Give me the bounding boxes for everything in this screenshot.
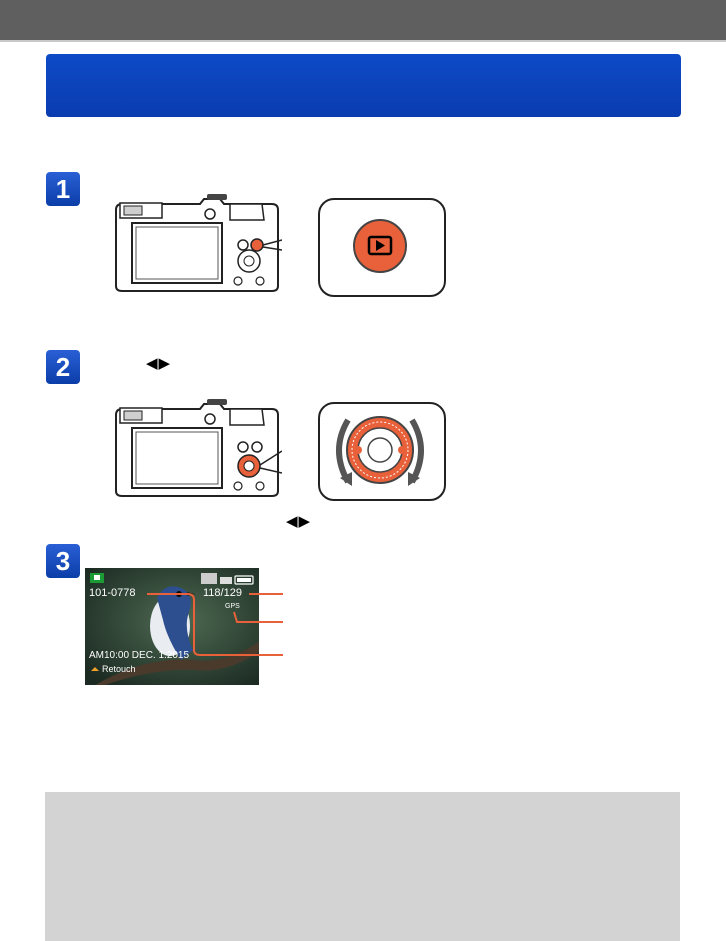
header-bar — [0, 0, 726, 40]
image-size-icon — [201, 573, 217, 584]
step-3-badge: 3 — [46, 544, 80, 578]
header-divider — [0, 40, 726, 42]
notes-box — [45, 792, 680, 941]
step-2-badge: 2 — [46, 350, 80, 384]
playback-button-icon — [318, 198, 442, 293]
step-1-badge: 1 — [46, 172, 80, 206]
gps-label: GPS — [225, 603, 240, 610]
quality-icon — [220, 577, 232, 584]
control-dial-icon — [318, 402, 442, 497]
file-number-text: 101-0778 — [89, 587, 136, 599]
image-count-text: 118/129 — [203, 587, 242, 599]
section-title-bar — [46, 54, 681, 117]
step-2-arrow-keys: ◀▶ — [146, 354, 171, 372]
playback-screen-photo: 101-0778 118/129 GPS AM10:00 DEC. 1.2015… — [85, 568, 259, 685]
zoom-callout-dial — [318, 402, 446, 501]
camera-back-illustration-dial — [112, 395, 282, 499]
zoom-callout-playback — [318, 198, 446, 297]
datetime-text: AM10:00 DEC. 1.2015 — [89, 650, 189, 661]
camera-back-illustration — [112, 190, 282, 294]
step-2-note-arrow-keys: ◀▶ — [286, 512, 311, 530]
retouch-label: Retouch — [102, 664, 136, 674]
